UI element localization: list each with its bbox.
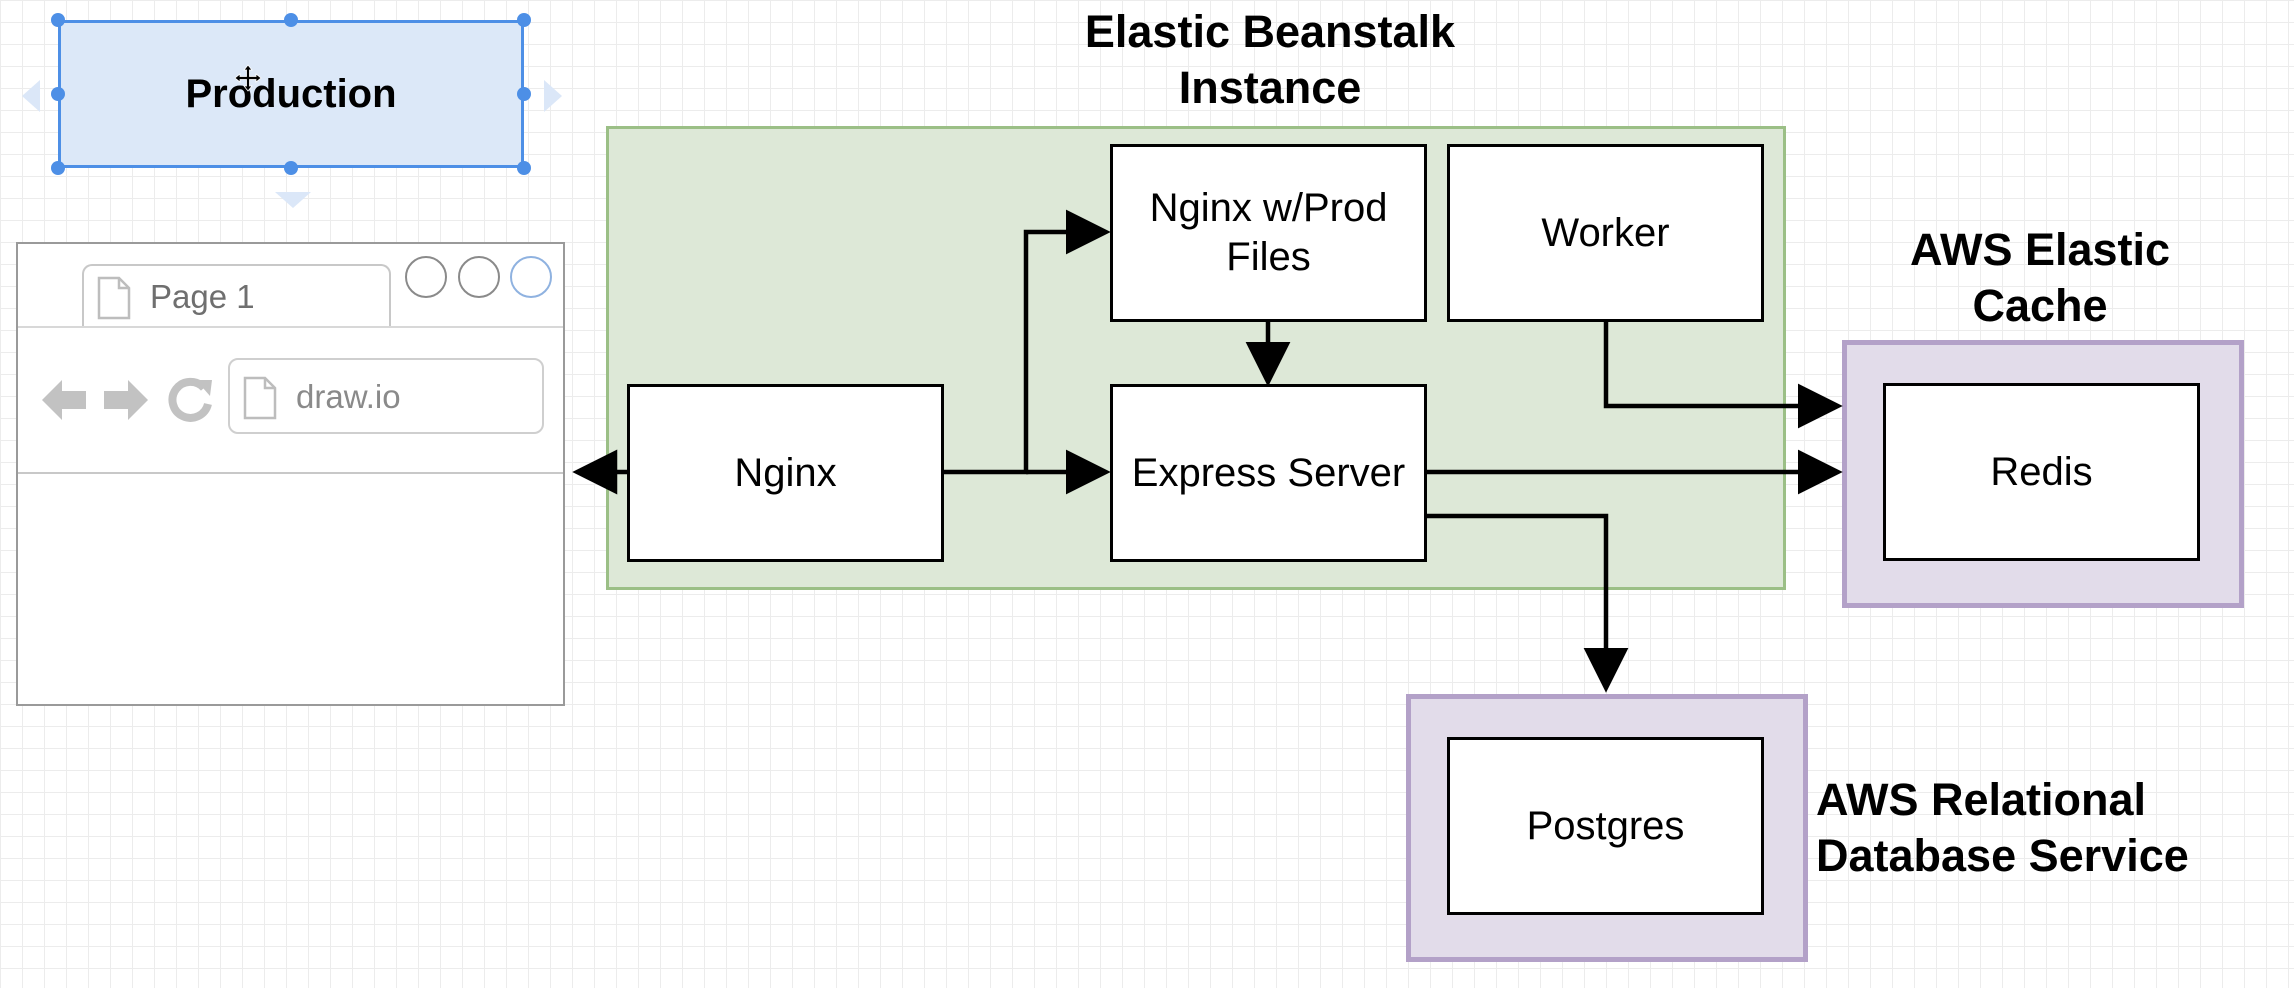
browser-toolbar-divider [18, 472, 563, 474]
edge-express-postgres [1426, 513, 1629, 693]
connect-hint-right-icon[interactable] [544, 80, 562, 112]
browser-mockup[interactable]: Page 1 draw.io [16, 242, 565, 706]
node-postgres[interactable]: Postgres [1447, 737, 1764, 915]
rds-title: AWS Relational Database Service [1816, 774, 2189, 882]
node-redis-label: Redis [1990, 449, 2093, 494]
connect-hint-bottom-icon[interactable] [275, 192, 311, 208]
resize-handle-bottom-left[interactable] [51, 161, 65, 175]
resize-handle-top-left[interactable] [51, 13, 65, 27]
resize-handle-right[interactable] [517, 87, 531, 101]
url-bar [228, 358, 544, 434]
window-button-2 [458, 256, 500, 298]
node-express-server-label: Express Server [1131, 450, 1406, 495]
resize-handle-top-right[interactable] [517, 13, 531, 27]
node-worker-label: Worker [1541, 210, 1670, 255]
elasticache-title: AWS Elastic Cache [1909, 224, 2171, 332]
node-nginx-prod-files[interactable]: Nginx w/Prod Files [1110, 144, 1427, 322]
node-nginx[interactable]: Nginx [627, 384, 944, 562]
resize-handle-bottom[interactable] [284, 161, 298, 175]
back-arrow-icon [42, 380, 86, 420]
node-nginx-label: Nginx [734, 450, 837, 495]
page-icon [97, 276, 131, 320]
production-shape[interactable]: Production [58, 20, 524, 168]
reload-icon [168, 377, 212, 422]
edge-nginx-prod-files [944, 209, 1111, 475]
edge-worker-redis [1603, 322, 1843, 429]
node-nginx-prod-files-label: Nginx w/Prod Files [1149, 186, 1388, 279]
url-text: draw.io [296, 378, 401, 415]
browser-tab [82, 264, 391, 328]
node-express-server[interactable]: Express Server [1110, 384, 1427, 562]
resize-handle-top[interactable] [284, 13, 298, 27]
node-postgres-label: Postgres [1526, 803, 1685, 848]
node-worker[interactable]: Worker [1447, 144, 1764, 322]
forward-arrow-icon [104, 380, 148, 420]
browser-tab-divider [18, 326, 563, 328]
url-page-icon [243, 376, 277, 420]
window-button-3 [510, 256, 552, 298]
resize-handle-left[interactable] [51, 87, 65, 101]
node-redis[interactable]: Redis [1883, 383, 2200, 561]
window-button-1 [405, 256, 447, 298]
beanstalk-title: Elastic Beanstalk Instance [1084, 6, 1456, 114]
move-cursor-icon [234, 64, 262, 92]
browser-tab-label: Page 1 [150, 278, 255, 315]
connect-hint-left-icon[interactable] [22, 80, 40, 112]
resize-handle-bottom-right[interactable] [517, 161, 531, 175]
production-label: Production [185, 71, 397, 116]
